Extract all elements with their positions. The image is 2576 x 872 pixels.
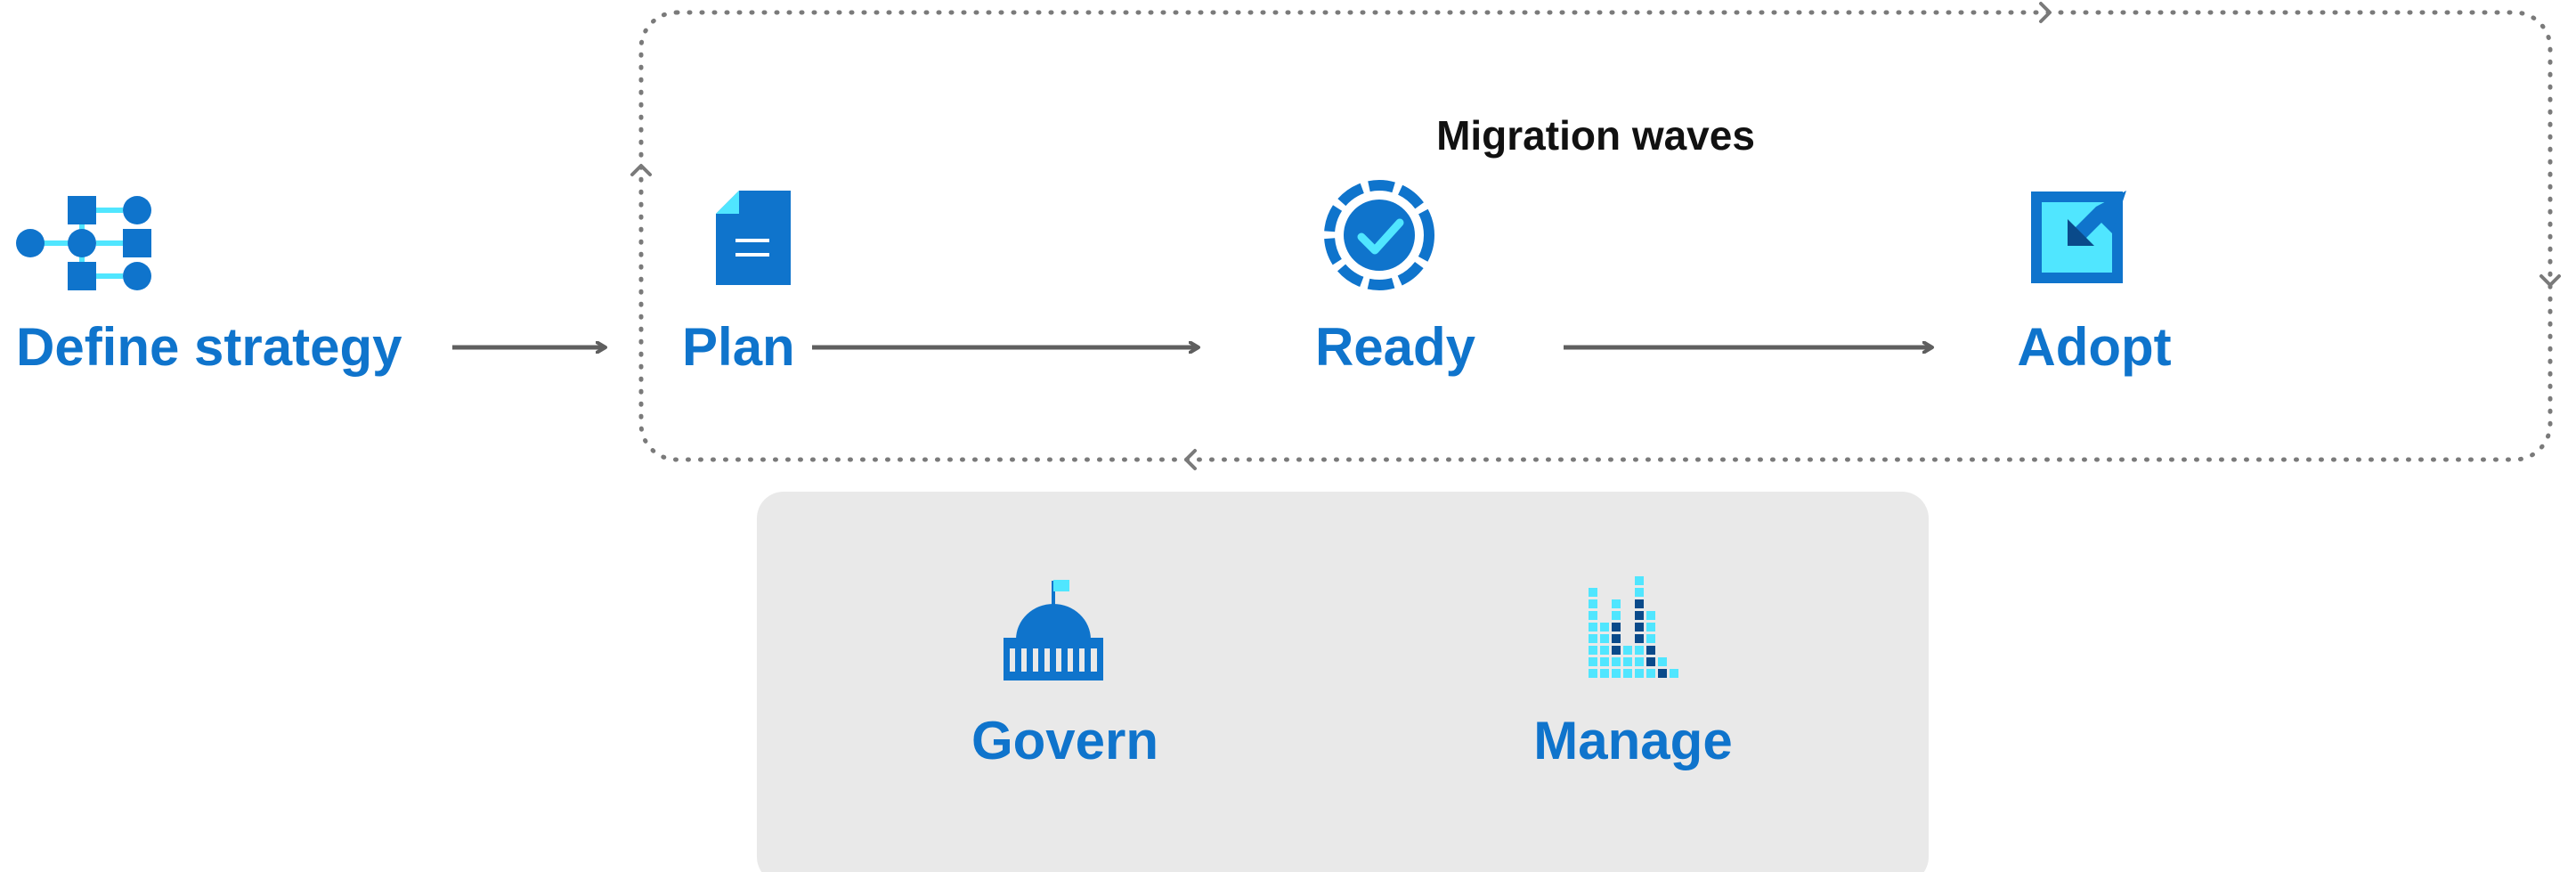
adopt-label: Adopt: [2017, 317, 2171, 377]
define-strategy-label: Define strategy: [16, 317, 402, 377]
loop-chevron-right: [2539, 274, 2561, 287]
govern-manage-panel: [757, 492, 1929, 872]
migration-waves-label: Migration waves: [1436, 112, 1755, 159]
loop-chevron-bottom: [1184, 449, 1197, 470]
checkmark-badge-icon: [1324, 180, 1434, 290]
capitol-building-icon: [1004, 580, 1103, 680]
checkbox-arrow-icon: [2031, 191, 2126, 283]
manage-label: Manage: [1533, 711, 1732, 770]
bar-grid-icon: [1589, 576, 1678, 678]
document-icon: [716, 191, 791, 285]
flowchart-icon: [16, 196, 151, 290]
loop-chevron-left: [630, 164, 652, 176]
migration-waves-loop: [638, 10, 2553, 462]
loop-chevron-top: [2039, 2, 2052, 23]
plan-label: Plan: [682, 317, 795, 377]
govern-label: Govern: [971, 711, 1158, 770]
ready-label: Ready: [1315, 317, 1476, 377]
